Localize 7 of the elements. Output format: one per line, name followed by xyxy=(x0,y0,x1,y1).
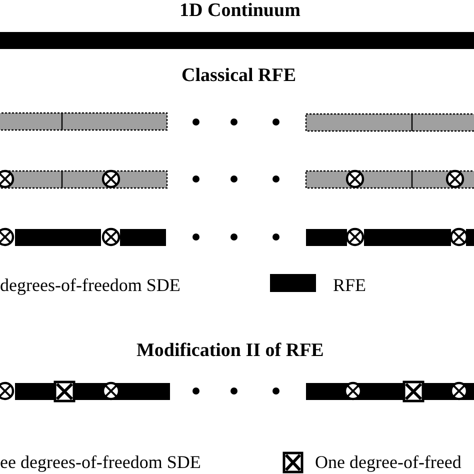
section-heading: Modification II of RFE xyxy=(136,341,324,360)
legend-label: degrees-of-freedom SDE xyxy=(0,276,180,294)
legend-label: One degree-of-freed xyxy=(315,453,462,471)
legend-label: RFE xyxy=(333,276,366,294)
legend-label: ee degrees-of-freedom SDE xyxy=(0,453,201,471)
section-heading: Classical RFE xyxy=(182,66,296,85)
diagram-title: 1D Continuum xyxy=(180,1,300,20)
